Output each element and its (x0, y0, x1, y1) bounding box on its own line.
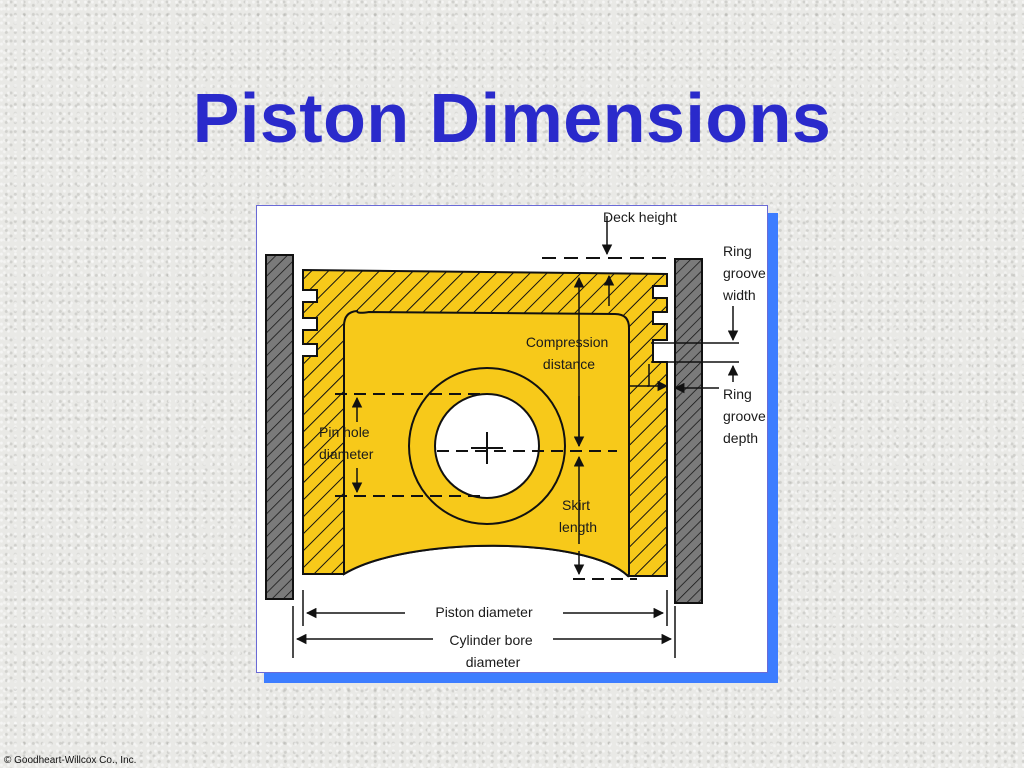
cylinder-wall-right (674, 258, 703, 604)
piston-diagram: Deck height Ring groove width Ring groov… (265, 209, 769, 670)
diagram-frame: Deck height Ring groove width Ring groov… (256, 205, 768, 673)
label-pin-hole-diameter: Pin hole diameter (319, 424, 374, 462)
slide-title: Piston Dimensions (192, 79, 832, 157)
label-ring-groove-width: Ring groove width (722, 243, 769, 303)
copyright-notice: © Goodheart-Willcox Co., Inc. (4, 755, 137, 766)
label-skirt-length: Skirt length (559, 497, 597, 535)
label-compression-distance: Compression distance (526, 334, 612, 372)
label-cylinder-bore-diameter: Cylinder bore diameter (449, 632, 536, 670)
label-ring-groove-depth: Ring groove depth (723, 386, 769, 446)
label-piston-diameter: Piston diameter (435, 604, 533, 620)
label-deck-height: Deck height (603, 209, 677, 225)
cylinder-wall-left (265, 254, 294, 600)
